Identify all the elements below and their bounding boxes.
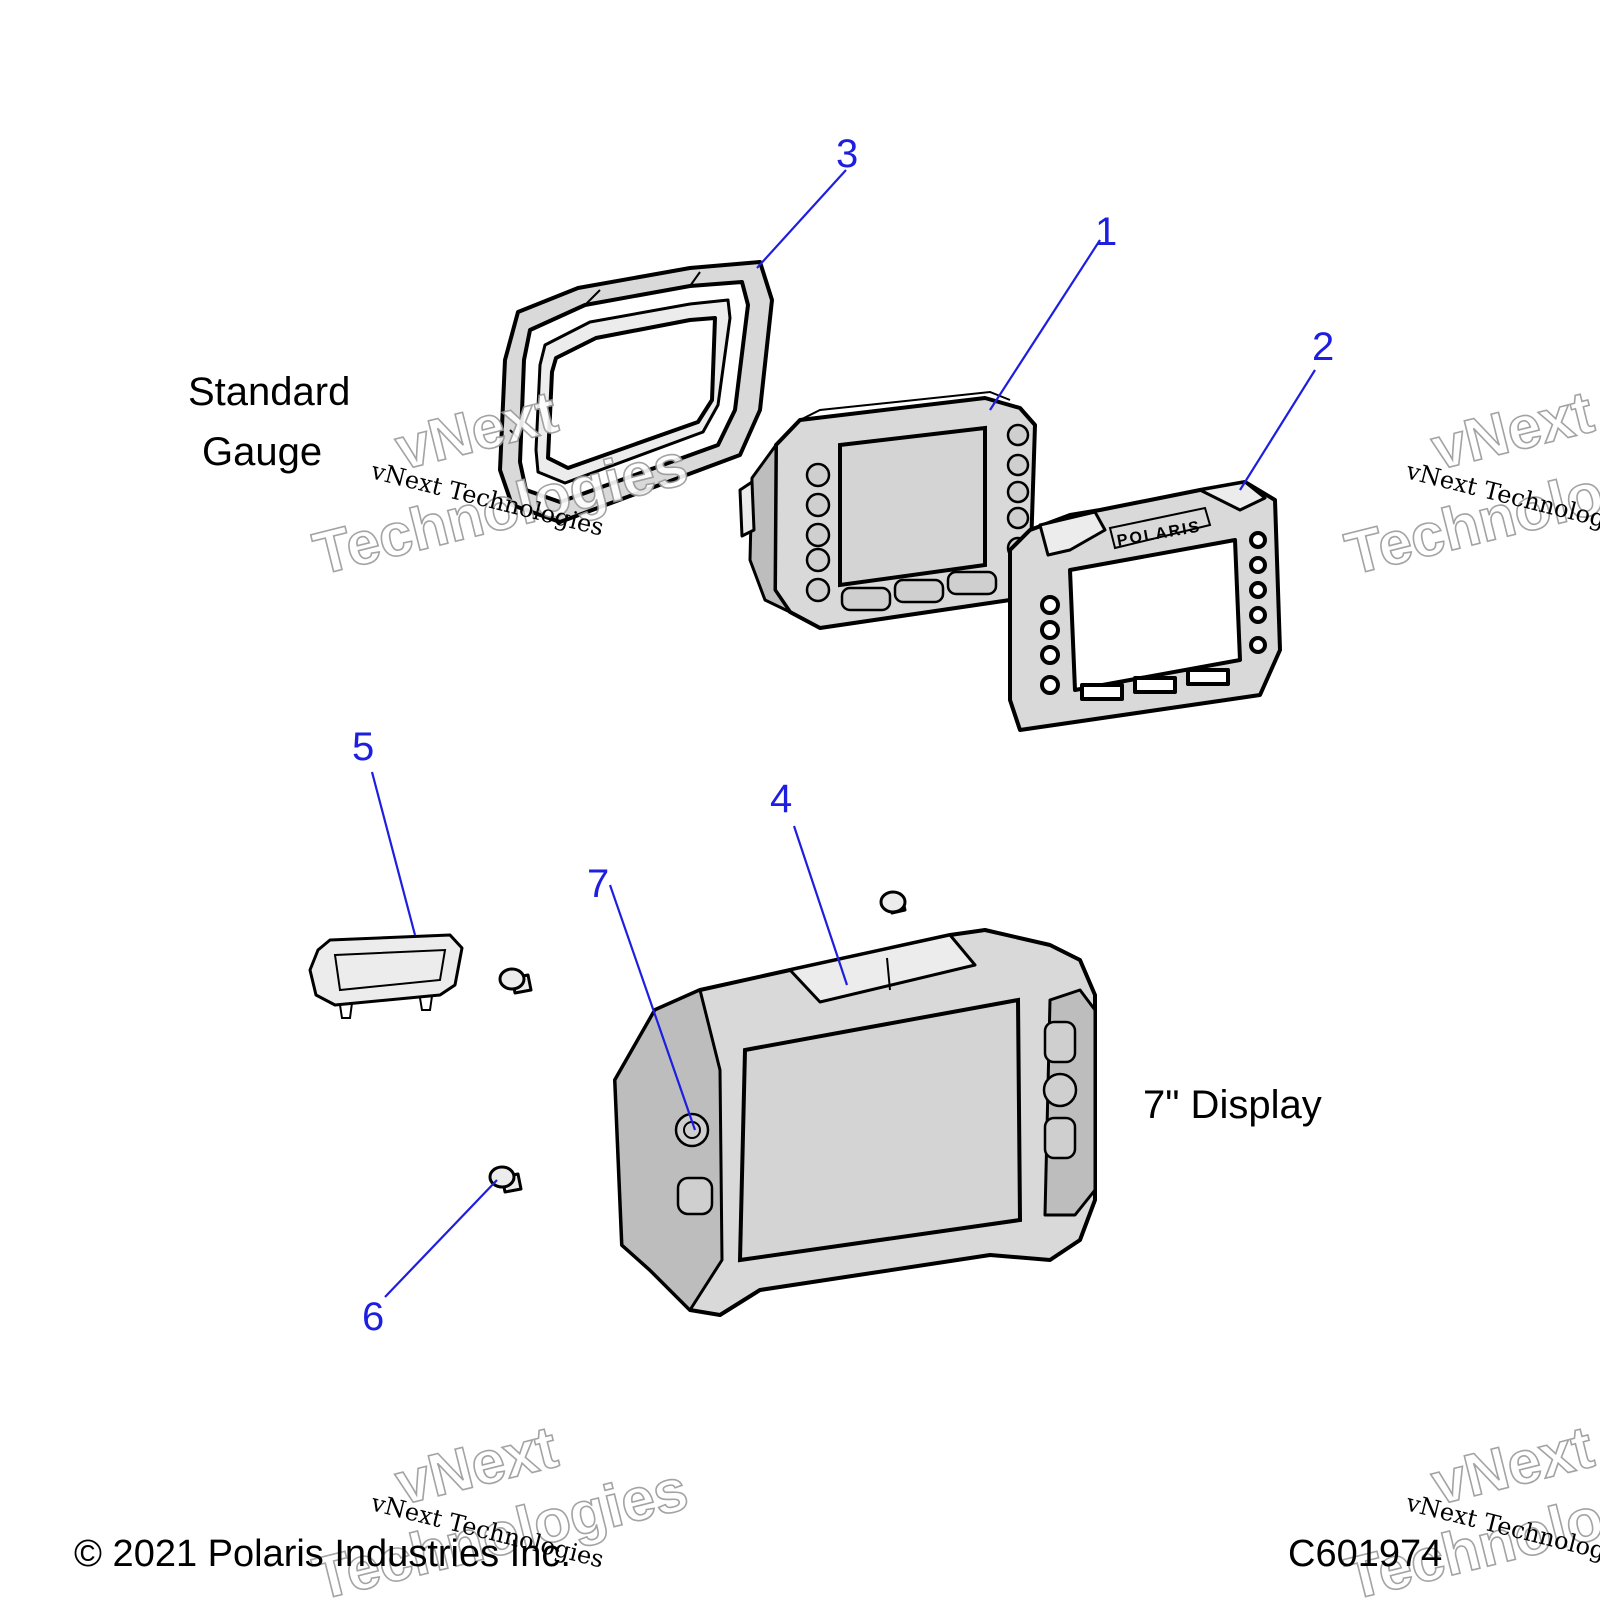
part-6-screw xyxy=(488,1165,523,1194)
part-1-gauge-body xyxy=(738,390,1037,630)
part-2-bezel: POLARIS xyxy=(1008,480,1282,732)
part-4-display-7in xyxy=(613,928,1097,1317)
callout-3: 3 xyxy=(836,132,858,176)
footer-drawing-code: C601974 xyxy=(1288,1533,1442,1575)
leader-lines xyxy=(370,169,1316,1298)
bezel-button-holes xyxy=(1040,531,1267,701)
label-standard: Standard xyxy=(188,370,350,414)
callout-1: 1 xyxy=(1095,210,1117,254)
display-right-buttons xyxy=(1042,1020,1078,1160)
callout-numbers: 3 1 2 5 4 7 6 xyxy=(352,132,1334,1339)
screw-middle xyxy=(498,967,533,995)
callout-6: 6 xyxy=(362,1295,384,1339)
footer-copyright: © 2021 Polaris Industries Inc. xyxy=(74,1533,571,1575)
label-gauge: Gauge xyxy=(202,430,322,474)
screw-top xyxy=(879,890,907,915)
callout-2: 2 xyxy=(1312,325,1334,369)
callout-7: 7 xyxy=(587,862,609,906)
part-5-cover-cap xyxy=(308,933,464,1019)
gauge-bottom-buttons xyxy=(840,570,998,612)
part-3-gasket-ring xyxy=(498,260,774,524)
display-left-buttons xyxy=(674,1112,714,1216)
callout-4: 4 xyxy=(770,777,792,821)
label-7in-display: 7" Display xyxy=(1143,1083,1322,1127)
callout-5: 5 xyxy=(352,725,374,769)
watermark-mid-right: vNext Technologies vNext Technologies xyxy=(1338,377,1600,588)
